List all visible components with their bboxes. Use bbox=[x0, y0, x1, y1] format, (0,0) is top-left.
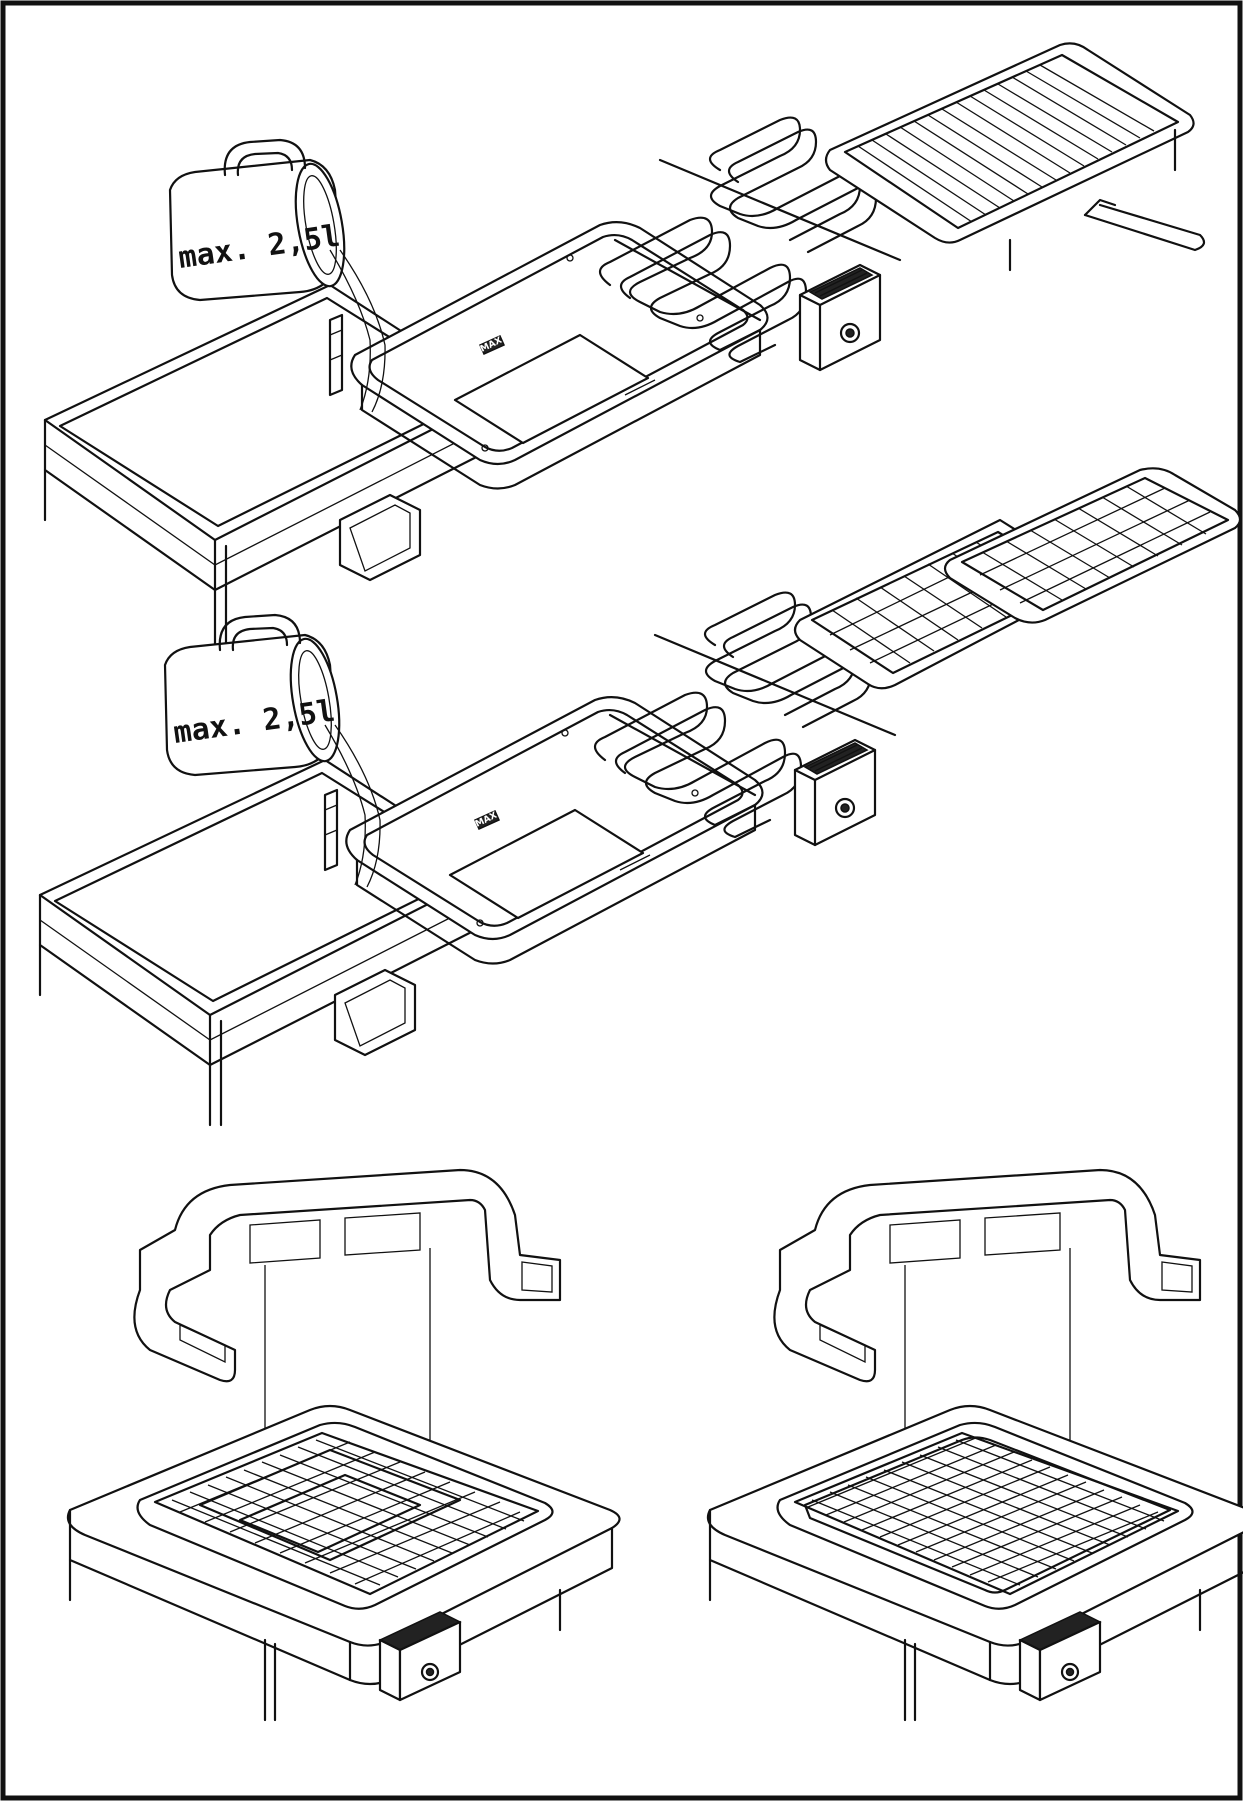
wind-shield bbox=[773, 1168, 1202, 1383]
thermostat-control bbox=[798, 263, 882, 372]
thermostat-control bbox=[793, 738, 877, 847]
water-jug: max. 2,5l bbox=[168, 138, 387, 414]
step-1-rectangular-grate: max. 2,5l bbox=[43, 42, 1206, 652]
water-bowl bbox=[345, 696, 764, 965]
step-4-assembled-rounded-grid bbox=[706, 1168, 1243, 1722]
step-3-assembled-square-grid bbox=[66, 1168, 621, 1722]
assembled-grill bbox=[66, 1404, 621, 1722]
water-bowl bbox=[350, 221, 769, 490]
water-jug: max. 2,5l bbox=[163, 613, 382, 889]
wire-grill-rack bbox=[824, 42, 1206, 272]
wind-shield bbox=[133, 1168, 562, 1383]
split-grill-plates bbox=[793, 467, 1242, 690]
step-2-split-grate: max. 2,5l bbox=[38, 591, 897, 1127]
